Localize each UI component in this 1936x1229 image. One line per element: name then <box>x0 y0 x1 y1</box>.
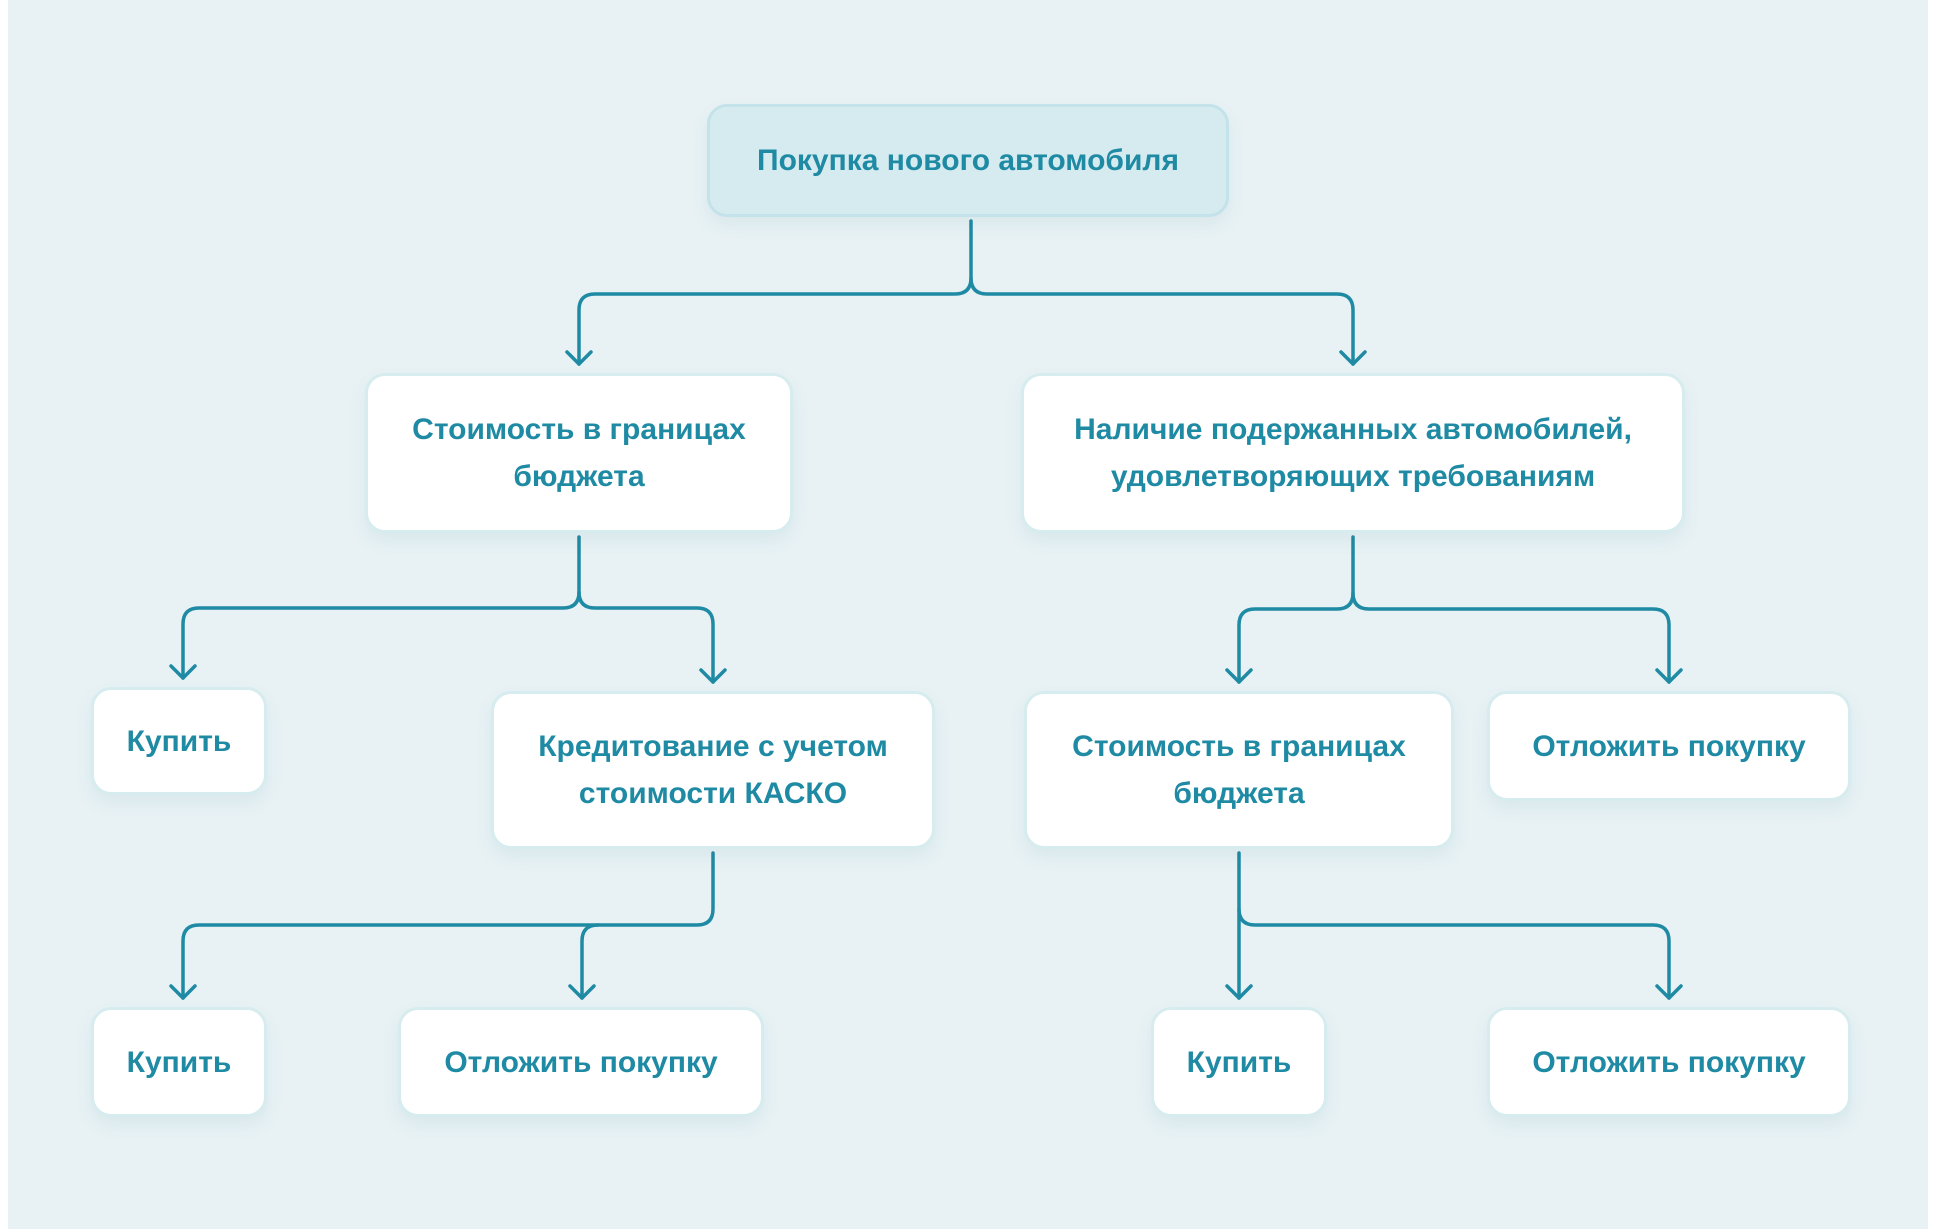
arrowhead-credit <box>699 668 727 684</box>
node-label: Купить <box>126 1045 232 1079</box>
connector-lines <box>169 219 1683 1000</box>
arrowhead-postpone-2 <box>568 984 596 1000</box>
arrowhead-buy-3 <box>1225 984 1253 1000</box>
node-label: Отложить покупку <box>1532 1045 1806 1079</box>
arrowhead-buy-1 <box>169 664 197 680</box>
edge-credit-to-postpone-2 <box>580 923 600 1000</box>
edge-used-cars-to-postpone-1 <box>1351 591 1671 684</box>
node-buy-2: Купить <box>91 1007 267 1117</box>
node-label: Стоимость в границах бюджета <box>1072 730 1406 810</box>
node-budget-right: Стоимость в границах бюджета <box>1024 691 1454 849</box>
node-label: Отложить покупку <box>444 1045 718 1079</box>
arrowhead-postpone-3 <box>1655 984 1683 1000</box>
node-label: Стоимость в границах бюджета <box>412 413 746 493</box>
node-used-cars: Наличие подержанных автомобилей, удовлет… <box>1021 373 1685 533</box>
node-label: Покупка нового автомобиля <box>757 144 1179 177</box>
node-label: Наличие подержанных автомобилей, удовлет… <box>1074 413 1632 493</box>
decision-tree-diagram: Покупка нового автомобиля Стоимость в гр… <box>8 0 1928 1229</box>
edge-budget-left-to-credit <box>577 590 715 684</box>
node-label: Купить <box>1186 1045 1292 1079</box>
arrowhead-postpone-1 <box>1655 668 1683 684</box>
node-label: Кредитование с учетом стоимости КАСКО <box>538 730 888 810</box>
edge-budget-left-to-buy-1 <box>181 535 581 680</box>
node-postpone-1: Отложить покупку <box>1487 691 1851 801</box>
edge-used-cars-to-budget-right <box>1237 535 1355 684</box>
arrowhead-budget-right <box>1225 668 1253 684</box>
node-label: Отложить покупку <box>1532 729 1806 763</box>
node-credit-kasko: Кредитование с учетом стоимости КАСКО <box>491 691 935 849</box>
node-root-buy-new-car: Покупка нового автомобиля <box>707 104 1229 217</box>
edge-root-to-budget-left <box>577 219 973 366</box>
node-budget-left: Стоимость в границах бюджета <box>365 373 793 533</box>
arrowhead-buy-2 <box>169 984 197 1000</box>
edge-root-to-used-cars <box>969 276 1355 366</box>
arrowhead-used-cars <box>1339 350 1367 366</box>
node-label: Купить <box>126 724 232 758</box>
node-buy-3: Купить <box>1151 1007 1327 1117</box>
edge-credit-to-buy-2 <box>181 851 715 1000</box>
node-buy-1: Купить <box>91 687 267 795</box>
edge-budget-right-to-postpone-3 <box>1237 907 1671 1000</box>
arrowhead-budget-left <box>565 350 593 366</box>
node-postpone-2: Отложить покупку <box>398 1007 764 1117</box>
node-postpone-3: Отложить покупку <box>1487 1007 1851 1117</box>
